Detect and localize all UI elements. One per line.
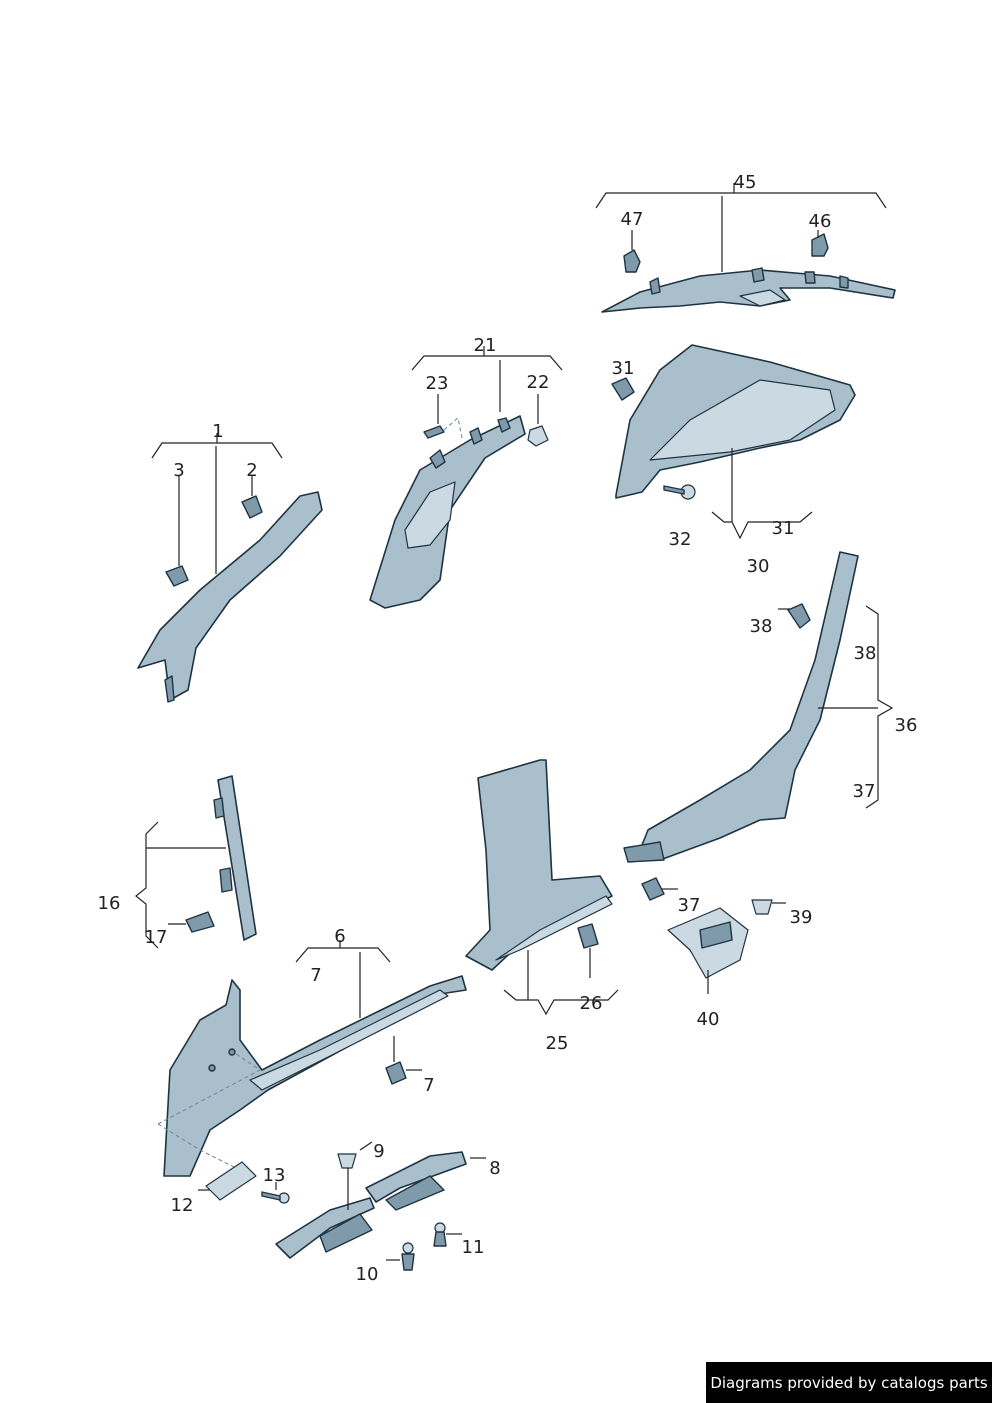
part-23-screw	[423, 425, 445, 439]
label-12: 12	[170, 1195, 194, 1216]
label-31-bottom: 31	[771, 518, 795, 539]
label-38-left: 38	[749, 616, 773, 637]
part-22-clip	[527, 425, 549, 447]
label-40: 40	[696, 1009, 720, 1030]
part-32-screw	[663, 484, 696, 500]
label-3: 3	[173, 460, 185, 481]
part-21-pillar-trim	[369, 415, 526, 609]
label-31-top: 31	[611, 358, 635, 379]
part-25-lower-trim	[465, 759, 613, 971]
part-17-clip	[185, 911, 215, 933]
label-39: 39	[789, 907, 813, 928]
label-7-top: 7	[310, 965, 322, 986]
label-36: 36	[894, 715, 918, 736]
label-32: 32	[668, 529, 692, 550]
label-6: 6	[334, 926, 346, 947]
part-2-clip	[241, 495, 263, 519]
label-16: 16	[97, 893, 121, 914]
part-6-sill-trim	[163, 975, 467, 1177]
label-46: 46	[808, 211, 832, 232]
footer-credit: Diagrams provided by catalogs parts	[706, 1362, 992, 1403]
label-26: 26	[579, 993, 603, 1014]
part-40-bracket	[667, 907, 749, 979]
label-10: 10	[355, 1264, 379, 1285]
label-8: 8	[489, 1158, 501, 1179]
label-22: 22	[526, 372, 550, 393]
label-30: 30	[746, 556, 770, 577]
part-31-c-pillar-trim	[615, 344, 856, 499]
part-12-bracket	[205, 1161, 257, 1201]
label-45: 45	[733, 172, 757, 193]
part-36-pillar-trim	[623, 551, 859, 863]
label-13: 13	[262, 1165, 286, 1186]
label-2: 2	[246, 460, 258, 481]
part-13-screw	[261, 1191, 290, 1204]
part-10-clip	[401, 1242, 415, 1271]
part-47-clip	[623, 249, 641, 273]
part-31-clip	[611, 377, 635, 401]
part-39-fastener	[751, 899, 773, 915]
label-11: 11	[461, 1237, 485, 1258]
part-9-grommet	[337, 1153, 357, 1169]
label-7-bottom: 7	[423, 1075, 435, 1096]
part-1-a-pillar-trim	[137, 491, 323, 703]
label-47: 47	[620, 209, 644, 230]
part-26-clip	[577, 923, 599, 949]
label-37-clip: 37	[677, 895, 701, 916]
label-21: 21	[473, 335, 497, 356]
part-38-clip	[787, 603, 811, 629]
part-45-roof-trim	[601, 267, 896, 313]
label-9: 9	[373, 1141, 385, 1162]
label-23: 23	[425, 373, 449, 394]
label-1: 1	[212, 421, 224, 442]
part-11-clip	[433, 1222, 447, 1247]
part-8-bracket	[275, 1151, 467, 1259]
part-16-trim-strip	[213, 775, 257, 941]
part-7-clip	[385, 1061, 407, 1085]
label-37-right: 37	[852, 781, 876, 802]
part-3-clip	[165, 565, 189, 587]
part-46-clip	[811, 233, 829, 257]
label-38-right: 38	[853, 643, 877, 664]
label-17: 17	[144, 927, 168, 948]
part-37-clip	[641, 877, 665, 901]
label-25: 25	[545, 1033, 569, 1054]
